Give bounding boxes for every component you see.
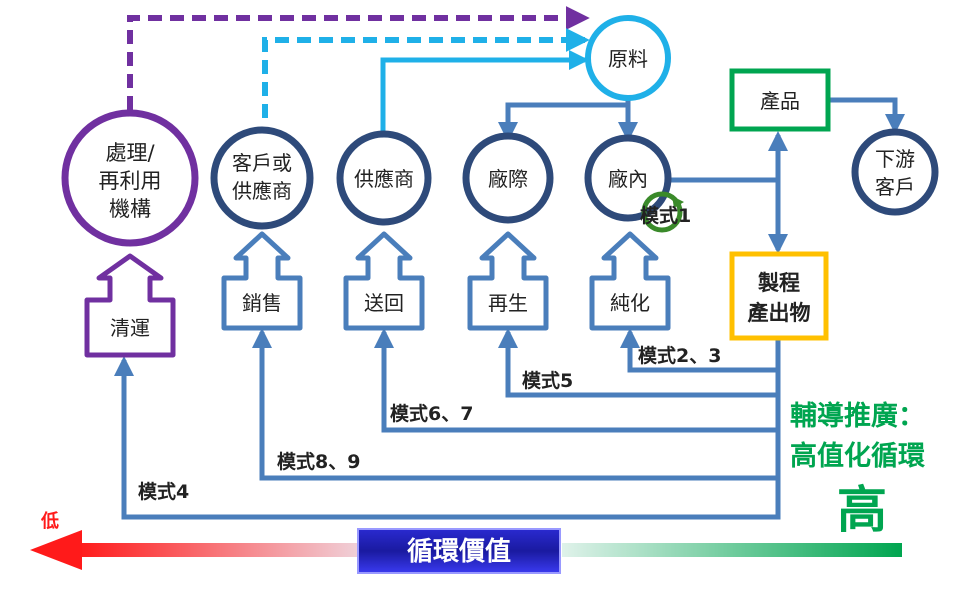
box-return-label: 送回 bbox=[364, 291, 404, 315]
promotion-line2: 高值化循環 bbox=[790, 440, 926, 472]
node-supplier-label: 供應商 bbox=[354, 167, 414, 191]
box-regenerate: 再生 bbox=[467, 231, 549, 331]
node-customer-line2: 供應商 bbox=[232, 179, 292, 203]
mode67-line bbox=[374, 328, 778, 433]
box-return: 送回 bbox=[343, 231, 425, 331]
node-raw-material: 原料 bbox=[585, 15, 671, 101]
mode89-line bbox=[252, 328, 778, 481]
box-clean-transport: 清運 bbox=[84, 253, 176, 358]
high-label: 高 bbox=[837, 481, 887, 539]
node-in-plant-label: 廠內 bbox=[608, 167, 648, 191]
mode23-line bbox=[620, 328, 778, 373]
node-processing-line2: 再利用 bbox=[99, 169, 162, 193]
node-customer-line1: 客戶或 bbox=[232, 151, 292, 175]
node-processing-line3: 機構 bbox=[109, 197, 151, 221]
node-processing: 處理/ 再利用 機構 bbox=[61, 109, 199, 247]
mode5-line bbox=[498, 328, 778, 398]
promotion-line1: 輔導推廣： bbox=[790, 400, 925, 432]
box-sell: 銷售 bbox=[221, 231, 303, 331]
supplier-to-raw-arrow bbox=[380, 50, 589, 138]
mode1-label: 模式1 bbox=[640, 204, 691, 227]
box-purify: 純化 bbox=[589, 231, 671, 331]
node-process-output: 製程 產出物 bbox=[729, 251, 829, 341]
cycle-arrow-icon bbox=[641, 191, 684, 233]
box-purify-label: 純化 bbox=[610, 291, 650, 315]
box-clean-transport-label: 清運 bbox=[110, 316, 150, 340]
product-to-downstream-arrow bbox=[830, 97, 905, 134]
node-downstream-line1: 下游 bbox=[875, 147, 915, 171]
node-product: 產品 bbox=[729, 68, 831, 132]
box-regenerate-label: 再生 bbox=[488, 291, 528, 315]
node-customer-supplier: 客戶或 供應商 bbox=[210, 126, 314, 230]
node-downstream-line2: 客戶 bbox=[875, 175, 915, 199]
low-label: 低 bbox=[40, 510, 59, 532]
mode23-label: 模式2、3 bbox=[638, 344, 721, 367]
node-processing-line1: 處理/ bbox=[105, 141, 155, 165]
mode4-label: 模式4 bbox=[138, 480, 189, 503]
node-product-label: 產品 bbox=[760, 89, 800, 113]
mode5-label: 模式5 bbox=[522, 369, 573, 392]
box-sell-label: 銷售 bbox=[242, 291, 282, 315]
mode89-label: 模式8、9 bbox=[277, 450, 360, 473]
value-label-box: 循環價值 bbox=[357, 528, 561, 574]
raw-to-offsite-arrow bbox=[498, 95, 631, 142]
node-process-output-line1: 製程 bbox=[757, 271, 800, 295]
value-gradient-arrow bbox=[30, 530, 902, 570]
node-off-site-label: 廠際 bbox=[488, 167, 528, 191]
value-label: 循環價值 bbox=[407, 537, 511, 567]
purple-dashed-arrow bbox=[127, 6, 590, 110]
node-supplier: 供應商 bbox=[336, 130, 432, 226]
mode67-label: 模式6、7 bbox=[390, 402, 473, 425]
lightblue-dashed-arrow bbox=[262, 28, 590, 118]
node-off-site: 廠際 bbox=[462, 132, 554, 224]
node-raw-material-label: 原料 bbox=[608, 47, 648, 71]
node-process-output-line2: 產出物 bbox=[748, 301, 811, 325]
node-downstream: 下游 客戶 bbox=[851, 128, 939, 216]
